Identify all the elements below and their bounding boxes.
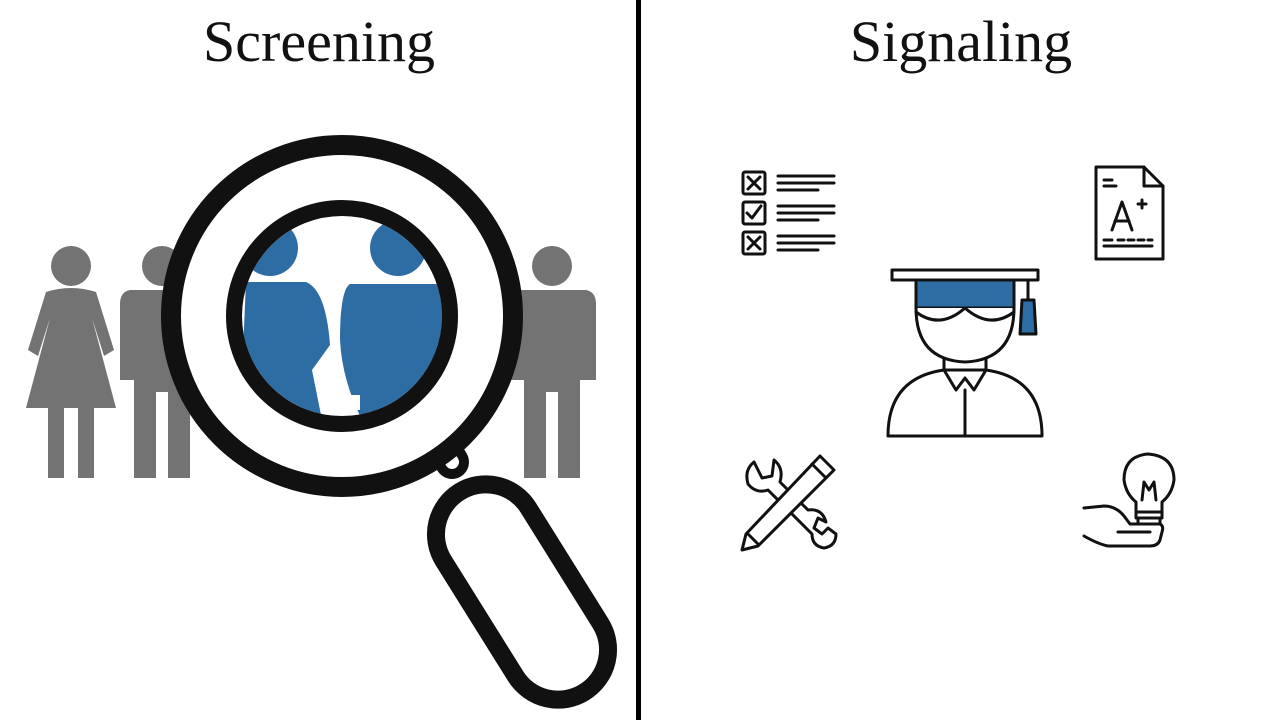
panel-divider: [636, 0, 641, 720]
graded-paper-icon: [1094, 165, 1165, 261]
screening-title: Screening: [203, 9, 435, 74]
magnifying-glass-icon: [161, 135, 618, 709]
person-icon: [26, 246, 116, 478]
tools-icon: [740, 454, 838, 552]
screening-illustration: [26, 135, 618, 709]
person-icon: [510, 246, 596, 478]
checklist-icon: [741, 170, 836, 256]
highlighted-people: [242, 216, 442, 416]
graduate-icon: [886, 268, 1044, 438]
lightbulb-hand-icon: [1082, 452, 1176, 548]
signaling-title: Signaling: [849, 9, 1073, 74]
